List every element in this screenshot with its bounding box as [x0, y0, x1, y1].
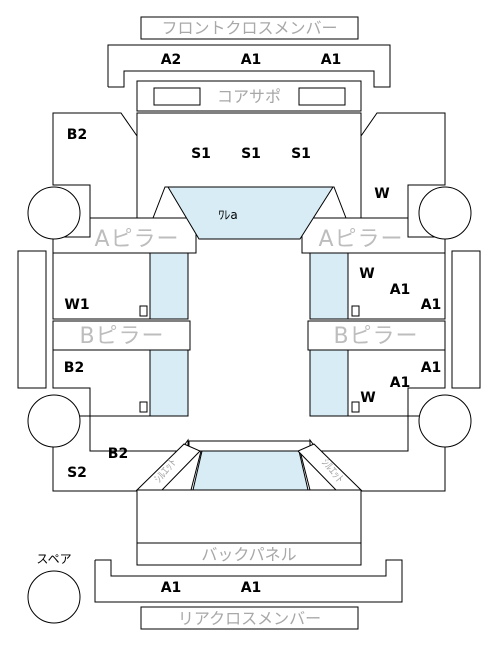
a-pillar-label-right: Aピラー — [318, 227, 403, 252]
code-left-w1: W1 — [64, 297, 89, 313]
code-right-a1-lower-inner: A1 — [390, 375, 411, 391]
back-panel-label: バックパネル — [201, 545, 296, 564]
rear-trunk-box — [136, 489, 362, 544]
rear-code-a1-left: A1 — [161, 580, 182, 596]
code-right-w-lower: W — [360, 390, 375, 406]
code-left-b2-mid: B2 — [64, 360, 84, 376]
right-small-marker-lower — [351, 401, 360, 413]
code-s1-right: S1 — [291, 146, 311, 162]
rear-center-blue — [192, 450, 309, 491]
left-small-marker-lower — [139, 401, 148, 413]
left-side-rail — [17, 250, 47, 389]
right-mid-section — [347, 252, 446, 320]
code-s1-center: S1 — [241, 146, 261, 162]
rear-right-wheel-circle — [418, 394, 472, 448]
left-inner-floor-lower — [149, 349, 189, 417]
a-pillar-label-left: Aピラー — [94, 227, 179, 252]
code-right-a1-lower-outer: A1 — [421, 360, 442, 376]
front-code-a2: A2 — [161, 52, 182, 68]
b-pillar-band-left — [52, 320, 191, 351]
code-left-b2-bottom: B2 — [108, 446, 128, 462]
rear-cross-member-box — [140, 606, 359, 630]
front-code-a1-right: A1 — [321, 52, 342, 68]
floor-center-label: ﾜﾚa — [218, 208, 237, 222]
core-support-left-slot — [153, 87, 201, 106]
spare-label: スペア — [36, 552, 71, 566]
rear-bracket-outline — [94, 559, 403, 603]
rear-cross-member-label: リアクロスメンバー — [178, 609, 321, 628]
code-left-b2-top: B2 — [67, 127, 87, 143]
right-side-rail — [451, 250, 481, 389]
b-pillar-band-right — [307, 320, 446, 351]
spare-wheel-circle — [27, 570, 81, 624]
b-pillar-label-left: Bピラー — [79, 324, 164, 349]
back-panel-box — [136, 542, 362, 566]
left-inner-floor-upper — [149, 252, 189, 320]
code-right-a1-upper-outer: A1 — [421, 297, 442, 313]
front-cross-member-label: フロントクロスメンバー — [161, 19, 337, 38]
front-left-wheel-circle — [27, 186, 81, 240]
rear-left-wheel-circle — [27, 394, 81, 448]
code-right-a1-upper-inner: A1 — [390, 282, 411, 298]
floor-center-top — [167, 186, 334, 240]
core-support-right-slot — [298, 87, 346, 106]
code-left-s2: S2 — [67, 465, 87, 481]
code-s1-left: S1 — [191, 146, 211, 162]
rear-code-a1-right: A1 — [241, 580, 262, 596]
right-inner-floor-lower — [309, 349, 349, 417]
right-small-marker-upper — [351, 305, 360, 317]
right-lower-section — [347, 349, 446, 417]
b-pillar-label-right: Bピラー — [333, 324, 418, 349]
front-code-a1-center: A1 — [241, 52, 262, 68]
core-support-label: コアサポ — [217, 87, 281, 106]
left-small-marker-upper — [139, 305, 148, 317]
code-right-w-upper: W — [359, 266, 374, 282]
left-mid-section — [52, 252, 151, 320]
right-inner-floor-upper — [309, 252, 349, 320]
front-cross-member-box — [140, 16, 359, 40]
front-bracket-outline — [107, 44, 391, 88]
code-right-w-top: W — [374, 186, 389, 202]
front-right-wheel-circle — [418, 186, 472, 240]
